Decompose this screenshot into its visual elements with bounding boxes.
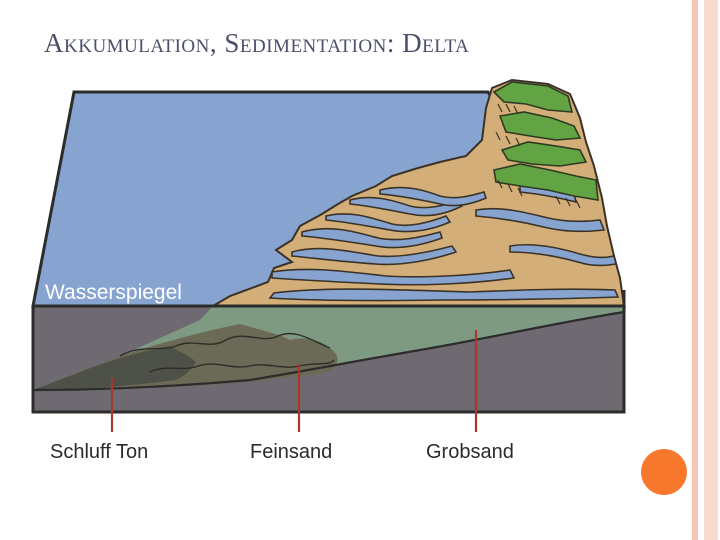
hill-hatch-marks	[495, 103, 581, 209]
label-fine-sand: Feinsand	[250, 441, 332, 463]
cross-section-outline	[31, 290, 626, 414]
label-silt-clay: Schluff Ton	[50, 441, 148, 463]
label-lines	[110, 330, 478, 432]
right-decor-stripes	[684, 0, 720, 540]
hill-vegetation	[492, 81, 599, 201]
layer-boundaries	[119, 332, 335, 373]
accent-dot	[641, 449, 687, 495]
slide-title: Akkumulation, Sedimentation: Delta	[44, 28, 470, 58]
label-coarse-sand: Grobsand	[426, 441, 514, 463]
water-level-label: Wasserspiegel	[45, 281, 182, 304]
delta-channels	[268, 183, 620, 302]
layer-silt-clay	[33, 346, 196, 390]
bedrock-surface	[32, 310, 625, 392]
